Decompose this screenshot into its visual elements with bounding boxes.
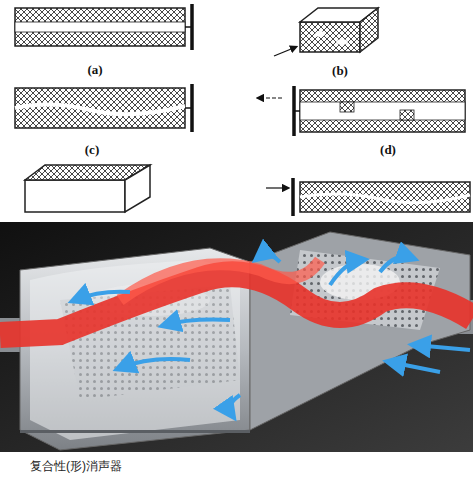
figure-caption: 复合性(形)消声器 <box>30 458 122 475</box>
figure-label: (c) <box>85 142 99 158</box>
figure-label: (b) <box>332 63 348 79</box>
figure-label: (d) <box>380 142 396 158</box>
figure-label: (a) <box>87 62 102 78</box>
